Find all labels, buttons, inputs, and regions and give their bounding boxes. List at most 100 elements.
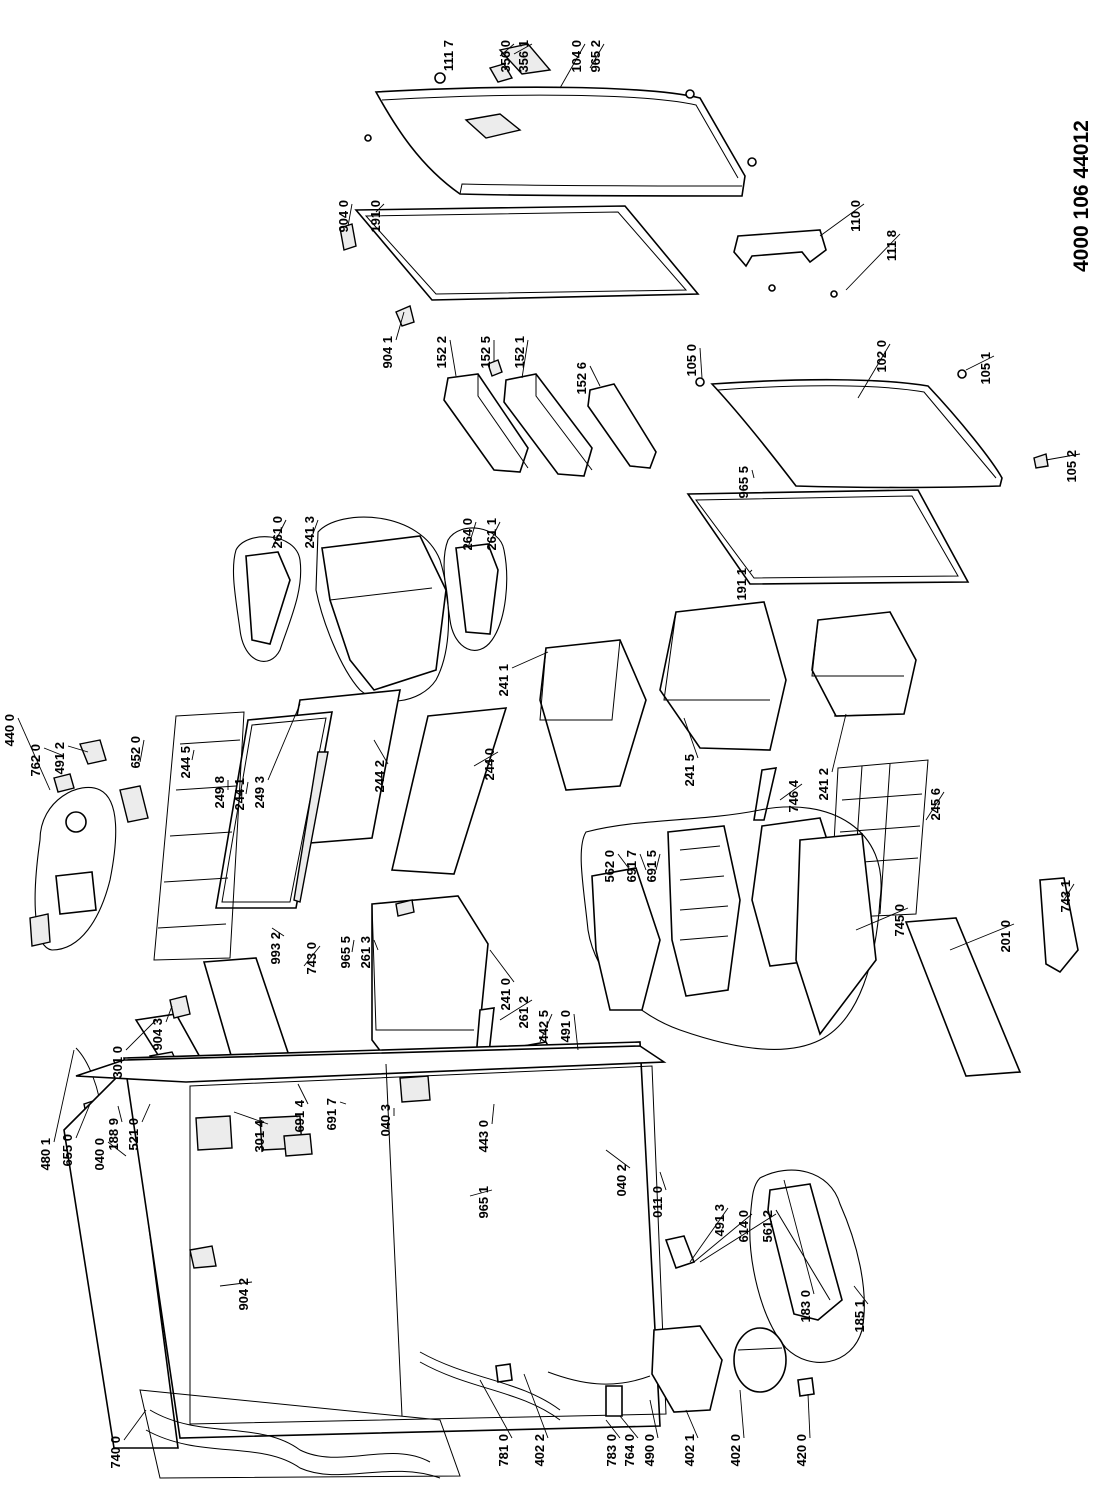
part-label-764-0: 764 0 bbox=[622, 1434, 637, 1467]
part-label-440-0: 440 0 bbox=[2, 714, 17, 747]
part-label-965-5b: 965 5 bbox=[338, 936, 353, 969]
leader-line-965-5b bbox=[351, 939, 355, 953]
leader-line-743-0 bbox=[303, 945, 321, 967]
leader-line-491-3 bbox=[689, 1207, 729, 1263]
part-label-185-1: 185 1 bbox=[852, 1300, 867, 1333]
leader-line-110-0 bbox=[819, 203, 865, 237]
leader-line-781-0 bbox=[479, 1379, 513, 1439]
upper-door-gasket bbox=[354, 205, 700, 301]
leader-line-301-0 bbox=[125, 1019, 157, 1051]
part-label-105-2: 105 2 bbox=[1064, 450, 1079, 483]
leader-line-443-0 bbox=[491, 1103, 495, 1125]
part-label-040-2: 040 2 bbox=[614, 1164, 629, 1197]
part-label-245-6: 245 6 bbox=[928, 788, 943, 821]
leader-line-244-1 bbox=[245, 781, 249, 795]
leader-line-264-0 bbox=[467, 521, 477, 549]
part-label-261-0: 261 0 bbox=[270, 516, 285, 549]
leader-line-745-0 bbox=[855, 907, 909, 931]
part-label-241-3: 241 3 bbox=[302, 516, 317, 549]
leader-line-402-1 bbox=[685, 1409, 699, 1439]
leader-line-105-0 bbox=[699, 347, 703, 379]
leader-line-491-0 bbox=[573, 1013, 579, 1051]
part-label-111-7: 111 7 bbox=[441, 40, 456, 71]
leader-line-440-0 bbox=[17, 717, 51, 791]
part-label-244-2: 244 2 bbox=[372, 760, 387, 793]
part-label-443-0: 443 0 bbox=[476, 1120, 491, 1153]
leader-line-244-5 bbox=[191, 749, 195, 761]
leader-line-191-0 bbox=[375, 203, 385, 213]
part-label-491-2: 491 2 bbox=[52, 742, 67, 775]
part-label-261-3: 261 3 bbox=[358, 936, 373, 969]
leader-line-105-1 bbox=[965, 355, 995, 371]
leader-line-244-0 bbox=[473, 751, 499, 767]
part-label-244-0: 244 0 bbox=[482, 748, 497, 781]
document-code: 4000 106 44012 bbox=[1070, 120, 1093, 272]
condenser bbox=[139, 1389, 461, 1479]
glass-shelves bbox=[215, 689, 508, 909]
part-label-110-0: 110 0 bbox=[848, 200, 863, 232]
part-label-480-1: 480 1 bbox=[38, 1138, 53, 1171]
leader-line-040-0 bbox=[107, 1141, 127, 1157]
leader-line-965-2 bbox=[589, 43, 605, 69]
part-label-264-0: 264 0 bbox=[460, 518, 475, 551]
leader-line-241-5 bbox=[683, 717, 699, 759]
lower-door bbox=[695, 369, 1049, 489]
leader-line-356-0 bbox=[499, 43, 515, 57]
part-label-105-0: 105 0 bbox=[684, 344, 699, 377]
part-label-490-0: 490 0 bbox=[642, 1434, 657, 1467]
part-label-904-2: 904 2 bbox=[236, 1278, 251, 1311]
part-label-152-5: 152 5 bbox=[478, 336, 493, 369]
part-label-691-4: 691 4 bbox=[292, 1099, 307, 1132]
lower-door-gasket bbox=[686, 489, 970, 585]
part-label-402-0: 402 0 bbox=[728, 1434, 743, 1467]
part-label-261-1: 261 1 bbox=[484, 518, 499, 551]
part-label-691-7b: 691 7 bbox=[324, 1098, 339, 1131]
leader-line-261-2 bbox=[499, 999, 533, 1021]
part-label-241-5: 241 5 bbox=[682, 754, 697, 787]
leader-line-011-0 bbox=[659, 1171, 667, 1191]
leader-line-783-0 bbox=[605, 1419, 621, 1439]
leader-line-764-0 bbox=[619, 1415, 639, 1439]
part-label-191-1: 191 1 bbox=[734, 568, 749, 601]
leader-line-521-0 bbox=[141, 1103, 151, 1123]
leader-line-185-1 bbox=[853, 1285, 869, 1305]
part-label-402-2: 402 2 bbox=[532, 1434, 547, 1467]
leader-line-040-2 bbox=[605, 1149, 631, 1169]
leader-line-241-2 bbox=[831, 713, 847, 773]
leader-line-904-0 bbox=[347, 203, 353, 227]
part-label-104-0: 104 0 bbox=[569, 40, 584, 73]
leader-line-241-1 bbox=[511, 651, 549, 669]
clip-904-1 bbox=[395, 305, 415, 327]
part-label-105-1: 105 1 bbox=[978, 352, 993, 385]
wire-shelf-upper bbox=[153, 711, 245, 961]
refrigerator-cabinet bbox=[63, 1041, 667, 1449]
part-label-746-4: 746 4 bbox=[786, 779, 801, 812]
leader-line-191-1 bbox=[749, 569, 753, 573]
leader-line-561-2 bbox=[699, 1213, 777, 1263]
leader-line-965-1 bbox=[469, 1189, 493, 1197]
leader-line-261-3 bbox=[373, 939, 379, 951]
leader-line-652-0 bbox=[139, 739, 145, 763]
part-label-965-1: 965 1 bbox=[476, 1186, 491, 1219]
compressor-group bbox=[651, 1169, 865, 1413]
leader-line-691-4 bbox=[297, 1083, 309, 1105]
part-label-904-0: 904 0 bbox=[336, 200, 351, 233]
leader-line-301-4 bbox=[233, 1111, 269, 1125]
part-label-241-0: 241 0 bbox=[498, 978, 513, 1011]
leader-line-261-1 bbox=[487, 521, 501, 547]
part-label-740-0: 740 0 bbox=[108, 1436, 123, 1469]
fan-assembly-group bbox=[29, 739, 149, 951]
part-label-040-3: 040 3 bbox=[378, 1104, 393, 1137]
part-label-652-0: 652 0 bbox=[128, 736, 143, 769]
leader-line-244-2 bbox=[373, 739, 389, 765]
part-label-904-1: 904 1 bbox=[380, 336, 395, 369]
part-label-904-3: 904 3 bbox=[150, 1018, 165, 1051]
leader-line-152-1 bbox=[521, 339, 529, 379]
leader-line-562-0 bbox=[617, 853, 631, 871]
part-label-111-8: 111 8 bbox=[884, 230, 899, 261]
part-label-562-0: 562 0 bbox=[602, 850, 617, 883]
part-label-244-5: 244 5 bbox=[178, 746, 193, 779]
